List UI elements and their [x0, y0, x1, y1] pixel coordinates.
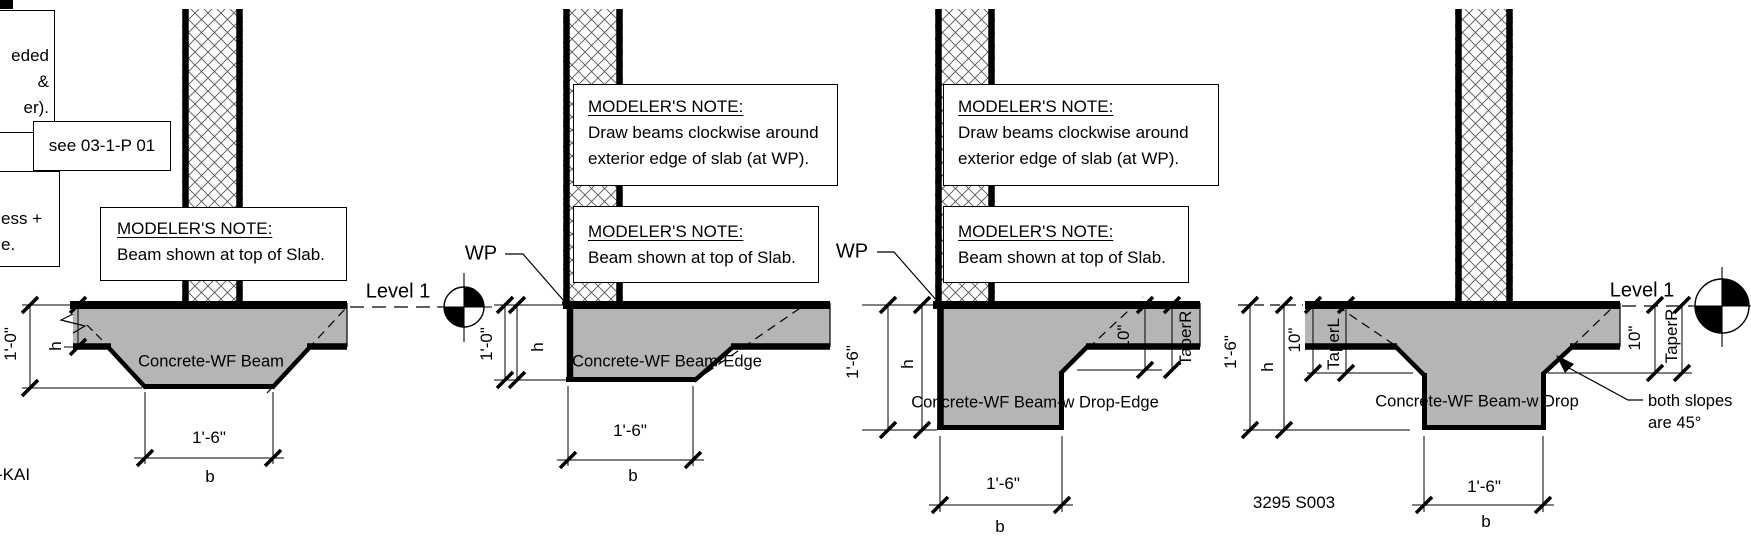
note-title: MODELER'S NOTE: — [588, 97, 744, 116]
wp-label-2: WP — [464, 242, 498, 265]
level-marker-4 — [1622, 267, 1751, 347]
wp-leader-3 — [877, 251, 938, 302]
note-box-3a: MODELER'S NOTE: Draw beams clockwise aro… — [943, 84, 1219, 186]
level-head-circle-4 — [1694, 278, 1750, 334]
dim-ticks-4 — [1240, 295, 1692, 515]
slope-note-leader — [1568, 367, 1643, 401]
clipped-black-mark — [0, 0, 13, 9]
concrete-section-2 — [567, 303, 830, 381]
slope-arrowhead — [1556, 355, 1574, 373]
note-box-1: MODELER'S NOTE: Beam shown at top of Sla… — [100, 207, 347, 281]
level-marker-1 — [350, 273, 492, 342]
level-label-1: Level 1 — [365, 280, 431, 303]
see-reference-box: see 03-1-P 01 — [33, 121, 171, 171]
dim-width-value-3: 1'-6" — [986, 474, 1020, 493]
clipped-text-line: er). — [23, 98, 50, 117]
clipped-left-label: -KAI — [0, 465, 31, 484]
diagram-4-linework — [1238, 9, 1692, 515]
dimensions-1 — [22, 303, 284, 464]
note-body: Beam shown at top of Slab. — [588, 248, 796, 267]
dim-ticks-3 — [878, 295, 1182, 515]
dimensions-3 — [862, 303, 1173, 512]
dim-width-value-4: 1'-6" — [1467, 477, 1501, 496]
note-title: MODELER'S NOTE: — [958, 222, 1114, 241]
diagram-1-linework — [20, 9, 348, 468]
dim-ticks-2 — [495, 295, 703, 470]
dim-taper-left-param-4: TaperL — [1324, 318, 1343, 370]
note-body: exterior edge of slab (at WP). — [588, 149, 810, 168]
clipped-note-box-top: eded & er). — [0, 10, 55, 133]
level-head-circle-1 — [443, 286, 485, 328]
slope-note-line2: are 45° — [1648, 414, 1702, 432]
dim-ticks-1 — [20, 295, 283, 468]
wall-hatch-4 — [1455, 9, 1513, 304]
beam-label-4: Concrete-WF Beam-w Drop — [1375, 392, 1579, 411]
dim-width-param-4: b — [1481, 512, 1491, 531]
note-body: exterior edge of slab (at WP). — [958, 149, 1180, 168]
wp-dot-3 — [934, 299, 942, 307]
beam-label-1: Concrete-WF Beam — [138, 352, 284, 371]
wp-label-3: WP — [835, 240, 869, 263]
dim-taper-value-3: 10" — [1114, 324, 1133, 350]
dim-taper-left-value-4: 10" — [1285, 327, 1304, 353]
dim-height-param-4: h — [1258, 362, 1277, 372]
note-body: Beam shown at top of Slab. — [117, 245, 325, 264]
note-body: Draw beams clockwise around — [958, 123, 1189, 142]
note-box-2a: MODELER'S NOTE: Draw beams clockwise aro… — [573, 84, 838, 186]
note-box-2b: MODELER'S NOTE: Beam shown at top of Sla… — [573, 206, 819, 283]
dim-width-value-1: 1'-6" — [192, 428, 226, 447]
wall-edges-4 — [1455, 9, 1513, 303]
clipped-text-line: e. — [1, 235, 16, 254]
clipped-text-line: ess + — [1, 209, 43, 228]
dim-taper-right-param-4: TaperR — [1662, 308, 1681, 364]
note-title: MODELER'S NOTE: — [958, 97, 1114, 116]
dim-width-param-1: b — [205, 467, 215, 486]
clipped-text-line: & — [37, 72, 49, 91]
dim-height-value-4: 1'-6" — [1221, 335, 1240, 369]
dim-height-value-2: 1'-0" — [477, 327, 496, 361]
see-reference-text: see 03-1-P 01 — [48, 136, 156, 155]
beam-label-3: Concrete-WF Beam-w Drop-Edge — [911, 393, 1159, 412]
note-title: MODELER'S NOTE: — [588, 222, 744, 241]
clipped-text-line: eded — [11, 46, 49, 65]
dim-height-param-3: h — [898, 359, 917, 369]
slope-note-line1: both slopes — [1648, 392, 1733, 410]
clipped-note-box-bottom: ess + e. — [0, 171, 60, 267]
dim-width-param-3: b — [995, 517, 1005, 536]
dim-width-param-2: b — [628, 466, 638, 485]
taper-reference-dashed-1 — [86, 324, 108, 346]
level-label-4: Level 1 — [1609, 279, 1675, 302]
dim-height-value-3: 1'-6" — [843, 345, 862, 379]
note-body: Draw beams clockwise around — [588, 123, 819, 142]
beam-label-2: Concrete-WF Beam-Edge — [572, 352, 762, 371]
dim-taper-right-value-4: 10" — [1625, 325, 1644, 351]
concrete-section-1 — [73, 303, 347, 388]
dim-taper-param-3: TaperR — [1176, 310, 1195, 366]
dim-height-param-2: h — [528, 342, 547, 352]
note-body: Beam shown at top of Slab. — [958, 248, 1166, 267]
note-box-3b: MODELER'S NOTE: Beam shown at top of Sla… — [943, 206, 1189, 283]
dimensions-2 — [494, 303, 704, 466]
dim-height-param-1: h — [46, 341, 65, 351]
wp-leader-2 — [505, 253, 565, 302]
dimensions-4 — [1243, 303, 1692, 512]
dim-height-value-1: 1'-0" — [1, 327, 20, 361]
sheet-reference: 3295 S003 — [1252, 493, 1336, 512]
note-title: MODELER'S NOTE: — [117, 219, 273, 238]
dim-width-value-2: 1'-6" — [613, 421, 647, 440]
break-symbol-1 — [59, 313, 87, 334]
